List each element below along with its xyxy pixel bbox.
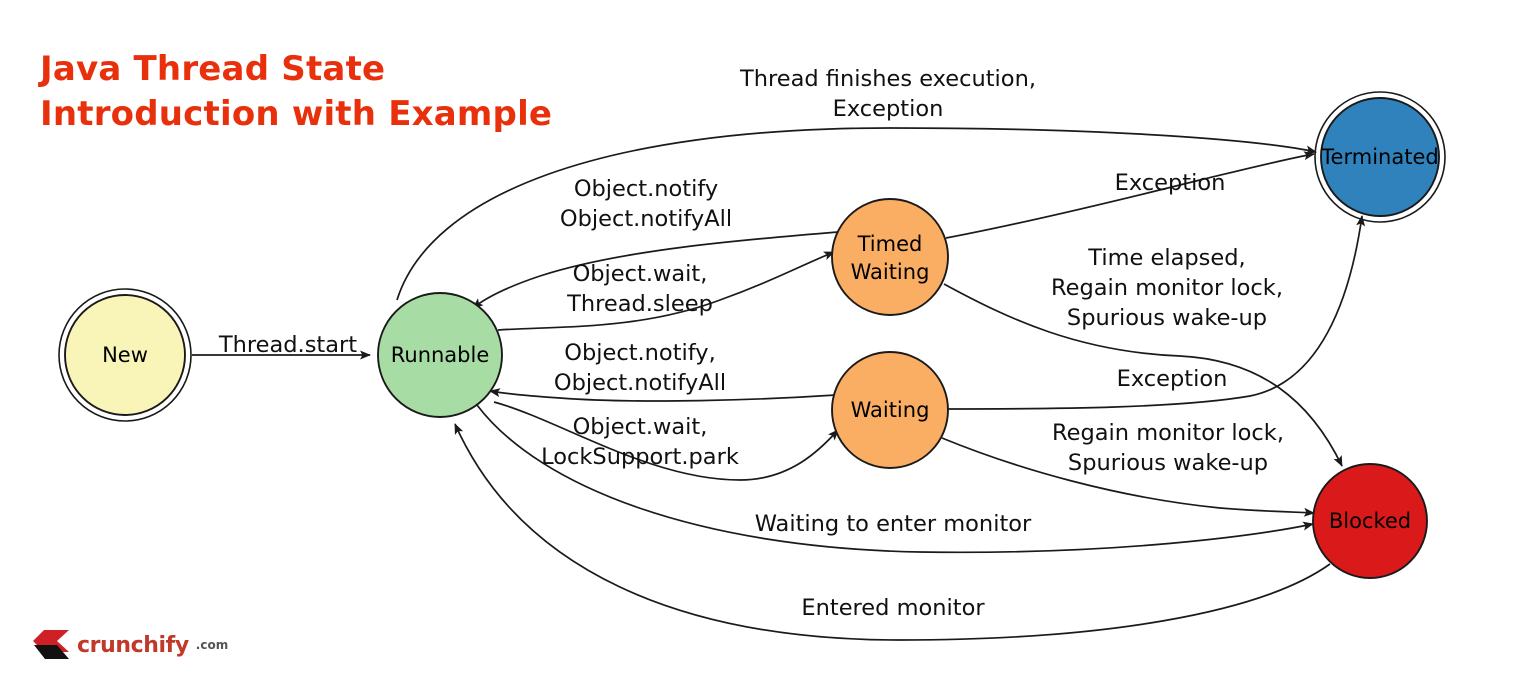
blocked-circle	[1312, 463, 1428, 579]
timed-waiting-circle	[831, 198, 949, 316]
edge-timedwaiting-to-blocked	[943, 283, 1343, 467]
edge-label-waiting-to-enter-monitor: Waiting to enter monitor	[755, 511, 1032, 537]
edge-label-entered-monitor: Entered monitor	[801, 595, 985, 621]
state-node-timed-waiting[interactable]: Timed Waiting	[831, 198, 949, 316]
waiting-label: Waiting	[851, 398, 930, 422]
edge-label-thread-finishes-line1: Thread finishes execution,	[739, 66, 1036, 92]
crunchify-logo[interactable]: crunchify .com	[33, 629, 228, 661]
edge-label-wait-sleep-line2: Thread.sleep	[566, 291, 713, 317]
crunchify-mark-icon	[33, 629, 70, 661]
new-outer-ring	[58, 288, 192, 422]
edge-label-notify2-line2: Object.notifyAll	[554, 370, 726, 396]
state-node-blocked[interactable]: Blocked	[1312, 463, 1428, 579]
runnable-circle	[377, 292, 503, 418]
timed-waiting-label-line2: Waiting	[851, 260, 930, 284]
edge-runnable-to-terminated	[396, 127, 1317, 301]
chevron-mark-icon	[33, 630, 69, 659]
edge-label-regain-line2: Spurious wake-up	[1068, 450, 1268, 476]
edge-label-time-elapsed-line1: Time elapsed,	[1087, 245, 1245, 271]
edge-label-time-elapsed-line3: Spurious wake-up	[1067, 305, 1267, 331]
nodes-layer: New Runnable Timed Waiting Waiting Termi…	[58, 91, 1446, 579]
edge-waiting-to-terminated	[947, 215, 1366, 410]
edge-label-exception-top: Exception	[1115, 170, 1226, 196]
blocked-label: Blocked	[1329, 509, 1411, 533]
edge-blocked-to-runnable	[454, 423, 1331, 641]
crunchify-logo-tld: .com	[195, 638, 229, 652]
edge-runnable-to-timedwaiting	[497, 251, 835, 331]
edge-waiting-to-runnable	[489, 388, 837, 402]
edge-label-notify2-line1: Object.notify,	[564, 340, 716, 366]
terminated-label: Terminated	[1320, 145, 1438, 169]
edge-labels-layer: Thread.start Thread finishes execution, …	[218, 66, 1284, 621]
new-label: New	[102, 343, 148, 367]
edge-label-exception-bottom: Exception	[1117, 366, 1228, 392]
edge-runnable-to-blocked	[476, 404, 1314, 554]
edge-label-thread-start: Thread.start	[218, 332, 357, 358]
edge-timedwaiting-to-terminated	[945, 151, 1315, 239]
edges-layer	[192, 127, 1366, 641]
edge-timedwaiting-to-runnable	[472, 231, 839, 309]
edge-label-notify-line1: Object.notify	[574, 176, 718, 202]
state-node-runnable[interactable]: Runnable	[377, 292, 503, 418]
edge-label-time-elapsed-line2: Regain monitor lock,	[1051, 275, 1283, 301]
edge-label-wait-park-line2: LockSupport.park	[541, 444, 739, 470]
edge-label-thread-finishes-line2: Exception	[833, 96, 944, 122]
runnable-label: Runnable	[391, 343, 490, 367]
edge-waiting-to-blocked	[941, 437, 1315, 517]
page-title-line2: Introduction with Example	[40, 93, 553, 134]
terminated-outer-ring	[1314, 91, 1446, 223]
edge-label-wait-sleep-line1: Object.wait,	[573, 261, 708, 287]
edge-label-regain-line1: Regain monitor lock,	[1052, 420, 1284, 446]
state-node-new[interactable]: New	[58, 288, 192, 422]
crunchify-logo-text: crunchify	[77, 632, 189, 658]
new-circle	[64, 294, 186, 416]
edge-runnable-to-waiting	[493, 401, 839, 481]
timed-waiting-label-line1: Timed	[857, 232, 923, 256]
state-node-waiting[interactable]: Waiting	[831, 351, 949, 469]
waiting-circle	[831, 351, 949, 469]
terminated-circle	[1320, 97, 1440, 217]
edge-label-notify-line2: Object.notifyAll	[560, 206, 732, 232]
state-node-terminated[interactable]: Terminated	[1314, 91, 1446, 223]
edge-label-wait-park-line1: Object.wait,	[573, 414, 708, 440]
page-title: Java Thread State Introduction with Exam…	[40, 47, 552, 137]
page-title-line1: Java Thread State	[40, 49, 386, 89]
